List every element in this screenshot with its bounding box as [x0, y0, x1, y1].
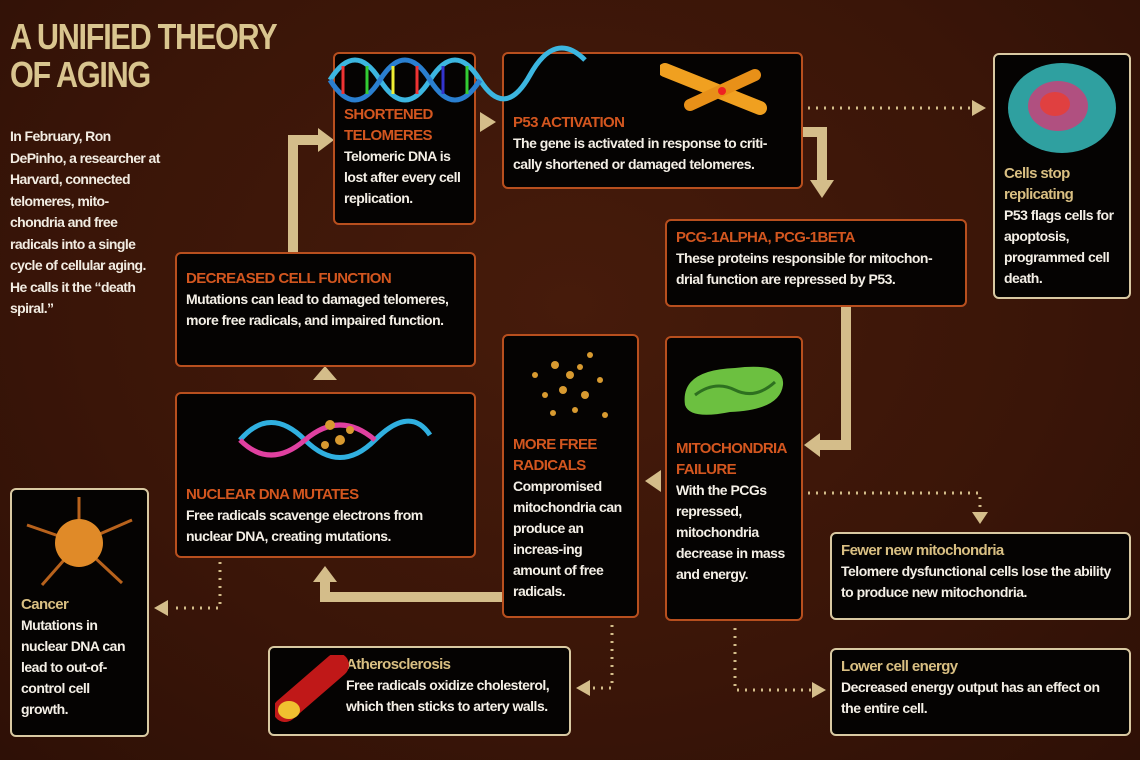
box-heading: Cells stop replicating — [1004, 165, 1074, 203]
box-more-free-radicals: MORE FREE RADICALS Compromised mitochond… — [502, 334, 639, 618]
box-nuclear-dna-mutates: NUCLEAR DNA MUTATES Free radicals scaven… — [175, 392, 476, 558]
box-body: Free radicals oxidize cholesterol, which… — [346, 677, 550, 714]
box-heading: Fewer new mitochondria — [841, 542, 1004, 559]
box-heading: NUCLEAR DNA MUTATES — [186, 486, 359, 503]
page-title: A UNIFIED THEORY OF AGING — [10, 16, 277, 95]
arrow-radicals-to-nuclear — [320, 580, 502, 602]
arrow-pcg-to-mito — [820, 306, 851, 450]
box-body: These proteins responsible for mitochon-… — [676, 250, 933, 287]
box-heading: DECREASED CELL FUNCTION — [186, 270, 392, 287]
box-heading: MORE FREE RADICALS — [513, 436, 597, 474]
box-atherosclerosis: Atherosclerosis Free radicals oxidize ch… — [268, 646, 571, 736]
box-heading: Atherosclerosis — [346, 656, 451, 673]
arrow-head — [480, 112, 496, 132]
box-body: The gene is activated in response to cri… — [513, 135, 767, 172]
box-heading: Lower cell energy — [841, 658, 958, 675]
arrow-decreased-to-telomeres — [288, 135, 318, 252]
box-body: Telomere dysfunctional cells lose the ab… — [841, 563, 1111, 600]
box-decreased-cell-function: DECREASED CELL FUNCTION Mutations can le… — [175, 252, 476, 367]
box-body: Free radicals scavenge electrons from nu… — [186, 507, 423, 544]
box-body: Mutations in nuclear DNA can lead to out… — [21, 617, 126, 717]
box-heading: Cancer — [21, 596, 69, 613]
box-heading: PCG-1ALPHA, PCG-1BETA — [676, 229, 855, 246]
box-fewer-mitochondria: Fewer new mitochondria Telomere dysfunct… — [830, 532, 1131, 620]
box-pcg: PCG-1ALPHA, PCG-1BETA These proteins res… — [665, 219, 967, 307]
box-mitochondria-failure: MITOCHONDRIA FAILURE With the PCGs repre… — [665, 336, 803, 621]
box-body: Mutations can lead to damaged telomeres,… — [186, 291, 449, 328]
box-heading: P53 ACTIVATION — [513, 114, 625, 131]
arrow-p53-to-pcg — [800, 127, 827, 180]
box-lower-cell-energy: Lower cell energy Decreased energy outpu… — [830, 648, 1131, 736]
box-heading: MITOCHONDRIA FAILURE — [676, 440, 787, 478]
arrow-head — [804, 433, 820, 457]
box-body: Telomeric DNA is lost after every cell r… — [344, 148, 461, 206]
arrow-head — [645, 470, 661, 492]
arrow-head — [313, 566, 337, 582]
box-p53-activation: P53 ACTIVATION The gene is activated in … — [502, 52, 803, 189]
intro-text: In February, Ron DePinho, a researcher a… — [10, 128, 160, 316]
arrow-head — [810, 180, 834, 198]
box-cancer: Cancer Mutations in nuclear DNA can lead… — [10, 488, 149, 737]
arrow-head — [318, 128, 334, 152]
box-body: With the PCGs repressed, mitochondria de… — [676, 482, 785, 582]
box-body: Decreased energy output has an effect on… — [841, 679, 1100, 716]
box-shortened-telomeres: SHORTENED TELOMERES Telomeric DNA is los… — [333, 52, 476, 225]
box-body: P53 flags cells for apoptosis, programme… — [1004, 207, 1114, 286]
box-heading: SHORTENED TELOMERES — [344, 106, 433, 144]
arrow-head — [313, 366, 337, 380]
box-body: Compromised mitochondria can produce an … — [513, 478, 622, 599]
box-cells-stop-replicating: Cells stop replicating P53 flags cells f… — [993, 53, 1131, 299]
